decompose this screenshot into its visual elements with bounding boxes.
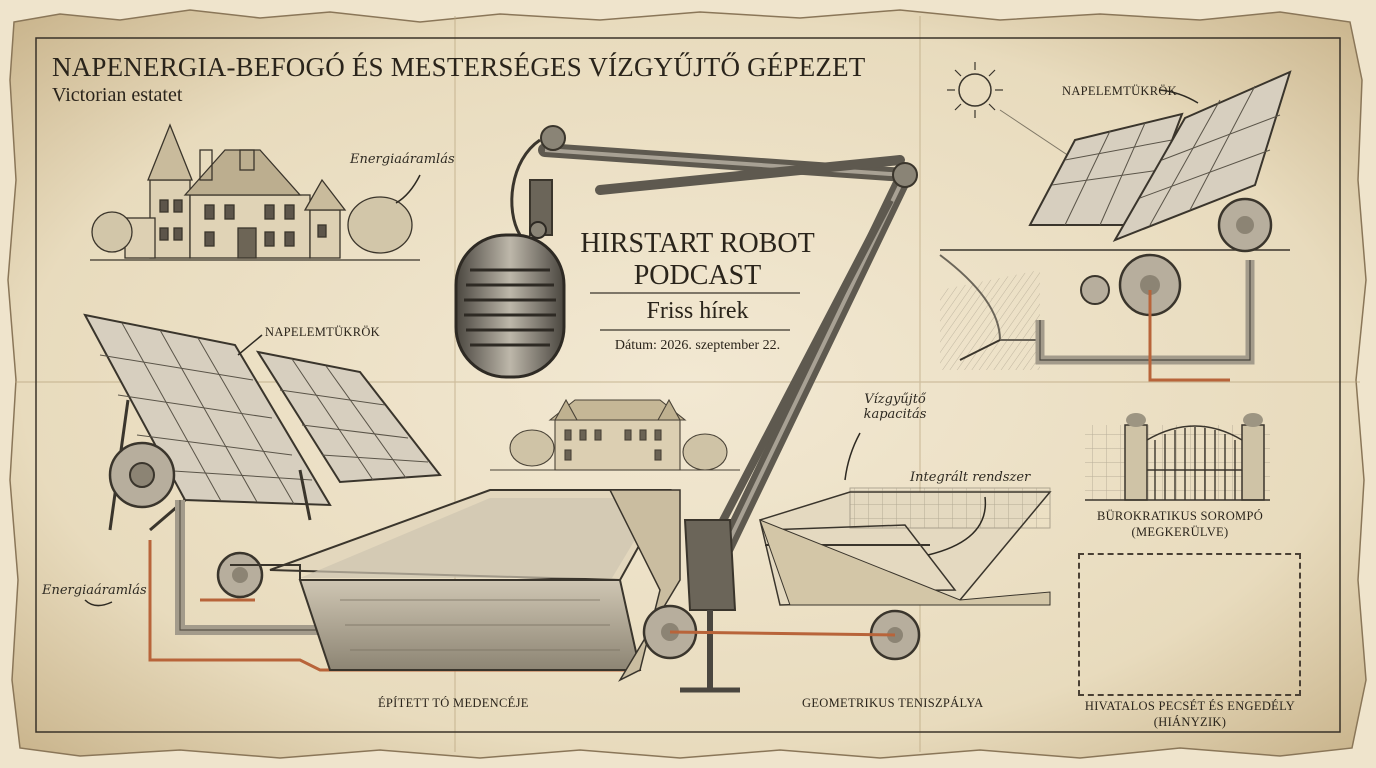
microphone-boom-arm <box>510 125 921 693</box>
victorian-house-drawing <box>90 123 420 261</box>
missing-stamp-box <box>1078 553 1301 696</box>
right-solar-panels <box>939 62 1292 382</box>
label-integrated-system: Integrált rendszer <box>910 470 1031 485</box>
tennis-court-drawing <box>759 487 1052 606</box>
label-bureaucratic-barrier: BÜROKRATIKUS SOROMPÓ (MEGKERÜLVE) <box>1096 509 1264 539</box>
label-solar-mirrors-left: NAPELEMTÜKRÖK <box>265 325 381 339</box>
label-energy-flow-left: Energiaáramlás <box>42 583 147 598</box>
podcast-date: Dátum: 2026. szeptember 22. <box>614 338 781 353</box>
label-solar-mirrors-right: NAPELEMTÜKRÖK <box>1062 84 1178 98</box>
label-water-capacity: Vízgyűjtő kapacitás <box>863 392 927 422</box>
page-title: NAPENERGIA-BEFOGÓ ÉS MESTERSÉGES VÍZGYŰJ… <box>52 52 866 82</box>
podcast-title: HIRSTART ROBOT PODCAST <box>580 228 815 291</box>
distant-mansion-drawing <box>490 398 740 471</box>
label-energy-flow-top: Energiaáramlás <box>350 152 455 167</box>
page-subtitle: Victorian estatet <box>52 84 183 106</box>
podcast-subtitle: Friss hírek <box>646 298 749 324</box>
label-tennis-court: GEOMETRIKUS TENISZPÁLYA <box>802 696 984 710</box>
left-solar-panels <box>83 313 442 599</box>
vintage-microphone <box>454 179 566 379</box>
label-pond: ÉPÍTETT TÓ MEDENCÉJE <box>378 696 529 710</box>
annotation-arrows <box>84 89 1199 607</box>
gate-drawing <box>1085 413 1270 501</box>
label-official-stamp: HIVATALOS PECSÉT ÉS ENGEDÉLY (HIÁNYZIK) <box>1084 699 1296 729</box>
pond-basin <box>230 489 681 682</box>
